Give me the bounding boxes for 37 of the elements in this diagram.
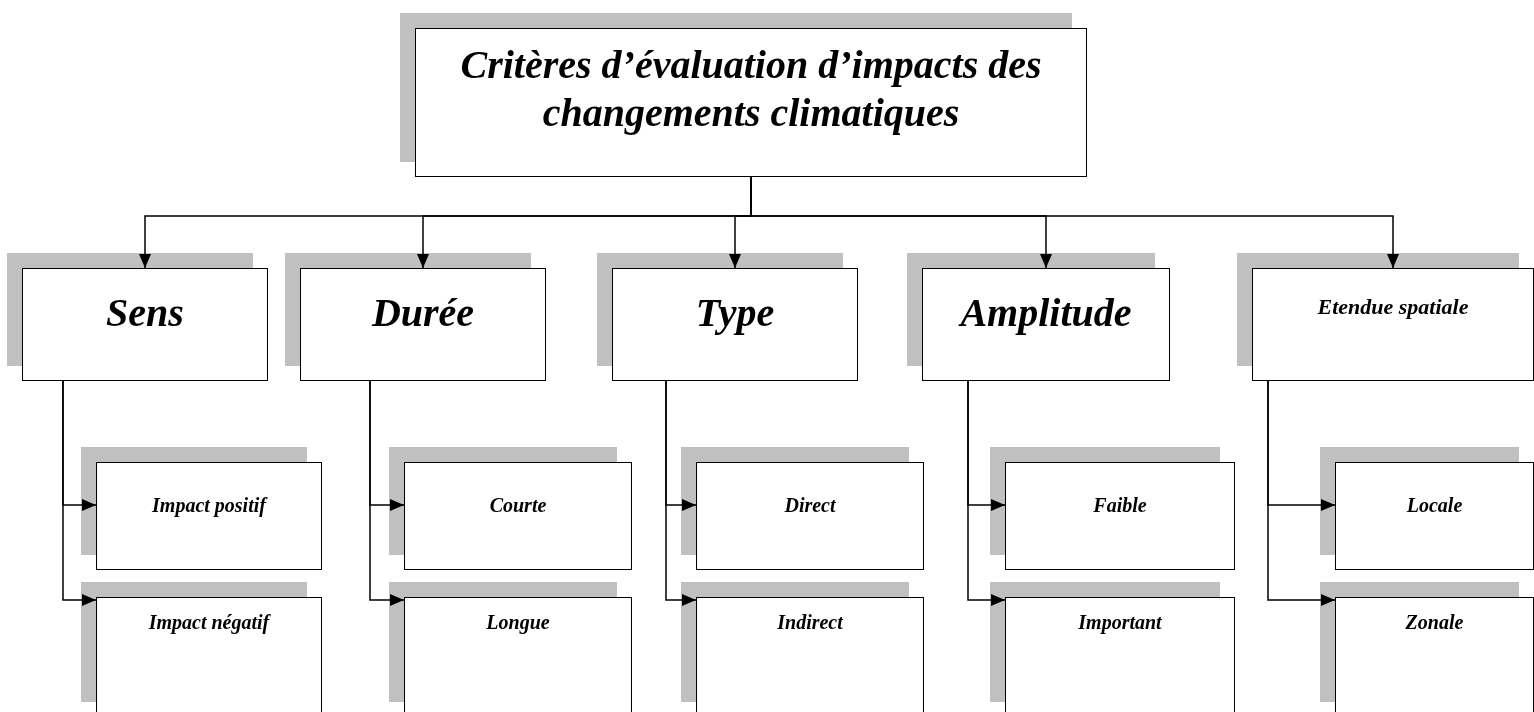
text-box (300, 268, 546, 381)
arrow (369, 380, 405, 606)
box-label: Critères d’évaluation d’impacts des changements climatiques (459, 41, 1043, 137)
arrow (62, 380, 97, 606)
box-label: Zonale (1404, 610, 1465, 634)
box-label: Impact négatif (147, 610, 272, 634)
text-box (96, 597, 322, 712)
text-box (696, 597, 924, 712)
arrow (665, 380, 697, 606)
box-label: Impact positif (151, 493, 269, 517)
arrow (1267, 380, 1336, 606)
text-box (1335, 597, 1534, 712)
text-box (1335, 462, 1534, 570)
box-label: Sens (105, 289, 185, 337)
text-box (922, 268, 1170, 381)
text-box (696, 462, 924, 570)
text-box (22, 268, 268, 381)
box-label: Important (1077, 610, 1163, 634)
text-box (404, 462, 632, 570)
box-label: Direct (783, 493, 837, 517)
text-box (415, 28, 1087, 177)
box-label: Locale (1405, 493, 1464, 517)
text-box (1005, 597, 1235, 712)
text-box (96, 462, 322, 570)
box-label: Amplitude (957, 289, 1133, 337)
text-box (1005, 462, 1235, 570)
box-label: Durée (370, 289, 476, 337)
box-label: Etendue spatiale (1316, 294, 1470, 321)
box-label: Faible (1092, 493, 1148, 517)
text-box (404, 597, 632, 712)
text-box (612, 268, 858, 381)
arrow (967, 380, 1006, 606)
box-label: Type (694, 289, 776, 337)
text-box (1252, 268, 1534, 381)
box-label: Longue (485, 610, 551, 634)
box-label: Indirect (776, 610, 845, 634)
box-label: Courte (488, 493, 548, 517)
